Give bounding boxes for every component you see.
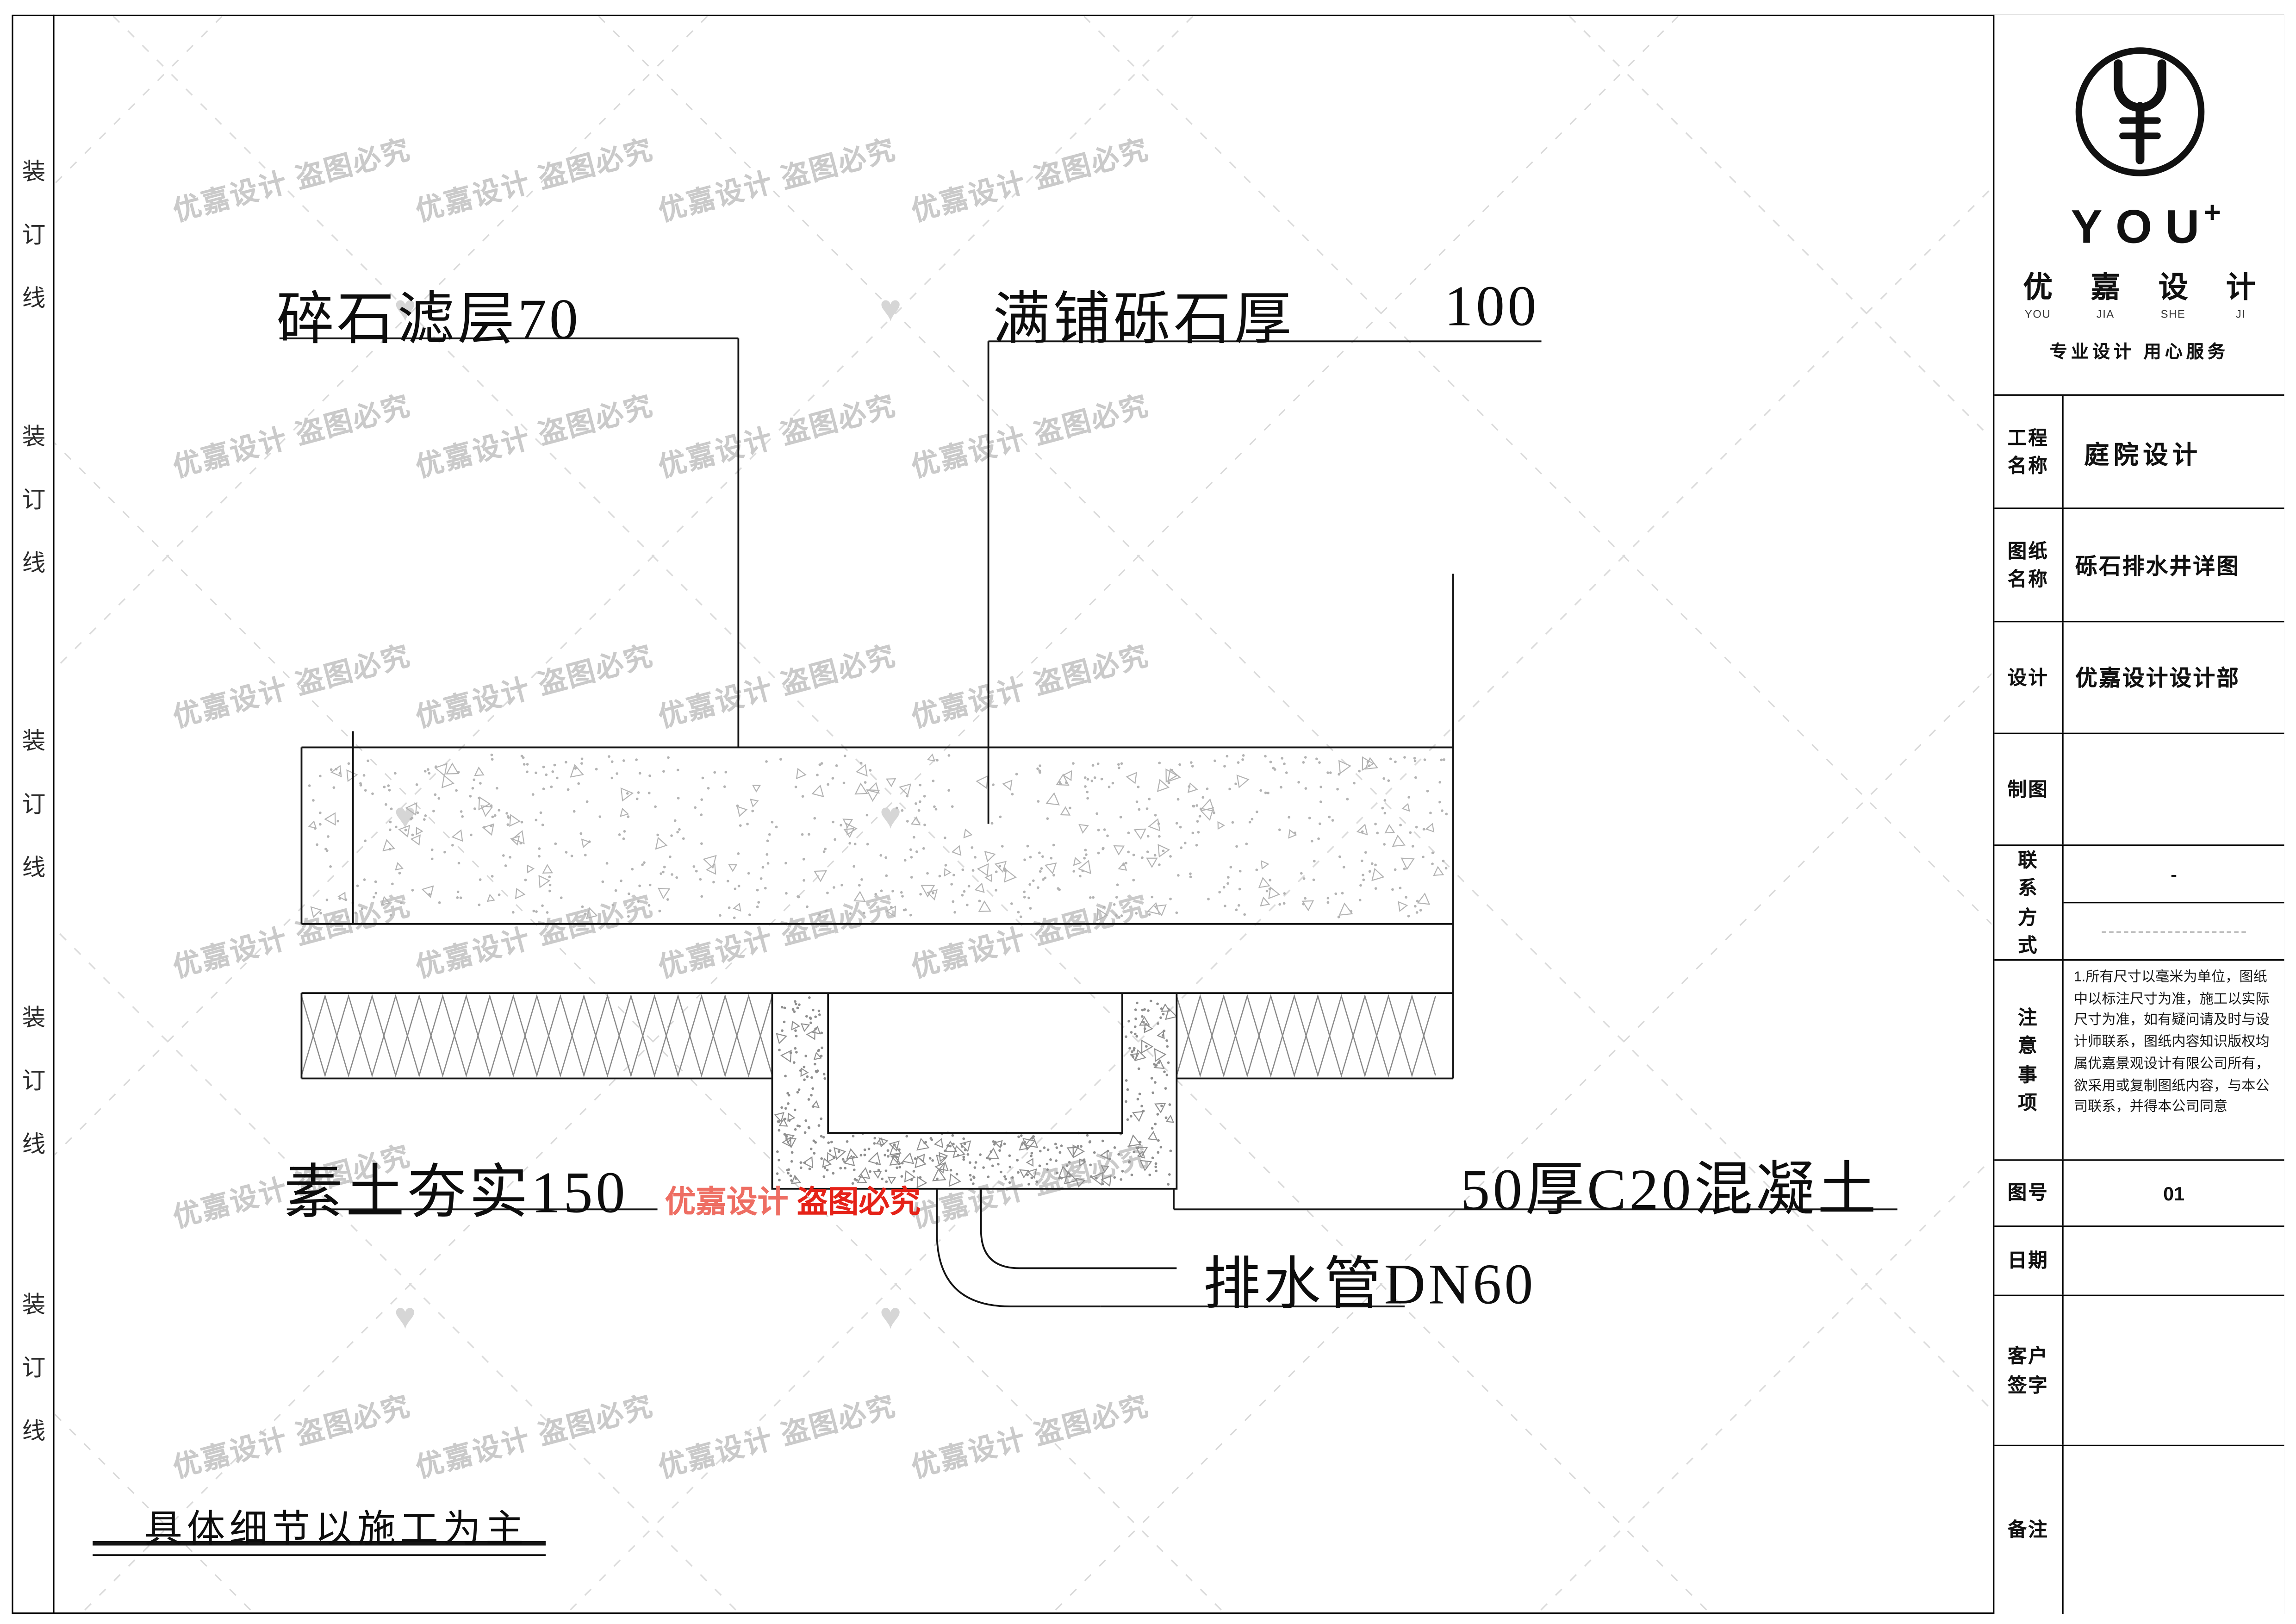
field-label-notes: 注意事项 <box>1994 961 2064 1160</box>
contact-dash-line <box>2102 931 2246 932</box>
gravel-stipple <box>308 753 1448 919</box>
field-label-sheet-name: 图纸名称 <box>1994 509 2064 621</box>
field-value-date <box>2064 1227 2284 1294</box>
field-value-client-signature <box>2064 1296 2284 1445</box>
titleblock-row-date: 日期 <box>1994 1225 2284 1295</box>
label-crushed-stone-filter: 碎石滤层70 <box>276 288 581 352</box>
field-value-sheet-no: 01 <box>2163 1182 2185 1205</box>
label-concrete: 50厚C20混凝土 <box>1460 1156 1879 1223</box>
field-label-project: 工程名称 <box>1994 395 2064 508</box>
field-value-sheet-name: 砾石排水井详图 <box>2075 554 2240 579</box>
label-gravel-layer: 满铺砾石厚 <box>993 288 1294 352</box>
red-watermark-left: 优嘉设计 <box>665 1186 789 1220</box>
field-value-remarks <box>2064 1446 2284 1614</box>
heart-icon: ♥ <box>394 288 416 330</box>
titleblock-row-sheet-no: 图号 01 <box>1994 1159 2284 1226</box>
binding-line-char: 线 <box>22 1133 46 1158</box>
label-compacted-soil: 素土夯实150 <box>284 1159 628 1226</box>
titleblock-row-project: 工程名称 庭院设计 <box>1994 394 2284 508</box>
heart-icon: ♥ <box>879 288 902 330</box>
youplus-logo-icon <box>2075 47 2204 176</box>
titleblock-row-remarks: 备注 <box>1994 1444 2284 1614</box>
field-label-drafting: 制图 <box>1994 734 2064 845</box>
construction-note: 具体细节以施工为主 <box>144 1508 528 1551</box>
field-label-client-signature: 客户签字 <box>1994 1296 2064 1445</box>
binding-line-char: 装 <box>22 1293 46 1318</box>
field-value-drafting <box>2064 734 2284 844</box>
field-label-design: 设计 <box>1994 622 2064 733</box>
gravel-stipple-triangles <box>308 753 1444 922</box>
field-value-contact: - <box>2063 846 2284 959</box>
contact-line-1: - <box>2063 846 2284 904</box>
field-label-remarks: 备注 <box>1994 1446 2064 1614</box>
titleblock-row-contact: 联系方式 - <box>1994 844 2284 960</box>
concrete-stipple <box>776 996 1172 1186</box>
field-label-contact: 联系方式 <box>1994 846 2064 960</box>
binding-line-char: 装 <box>22 1006 46 1031</box>
binding-line-char: 订 <box>22 488 46 514</box>
field-label-sheet-no: 图号 <box>1994 1161 2064 1226</box>
red-watermark: 优嘉设计 盗图必究 <box>665 1179 920 1223</box>
binding-line-char: 装 <box>22 425 46 450</box>
binding-line-char: 订 <box>22 793 46 818</box>
binding-line-char: 订 <box>22 1069 46 1095</box>
binding-line-char: 线 <box>22 856 46 881</box>
brand-plus: + <box>2203 197 2221 230</box>
binding-line-char: 线 <box>22 551 46 577</box>
detail-linework <box>93 337 1898 1556</box>
binding-line-char: 订 <box>22 1356 46 1382</box>
red-watermark-right: 盗图必究 <box>796 1186 921 1220</box>
brand-name: YOU+ <box>2058 197 2221 255</box>
titleblock-row-client-signature: 客户签字 <box>1994 1294 2284 1445</box>
heart-icon: ♥ <box>879 1296 902 1337</box>
heart-icon: ♥ <box>879 796 902 837</box>
binding-line-char: 装 <box>22 730 46 755</box>
soil-hatch <box>301 994 1436 1078</box>
field-label-date: 日期 <box>1994 1227 2064 1295</box>
field-value-project: 庭院设计 <box>2084 440 2202 469</box>
label-drain-pipe: 排水管DN60 <box>1203 1253 1536 1317</box>
titleblock-row-sheet-name: 图纸名称 砾石排水井详图 <box>1994 507 2284 621</box>
concrete-stipple-triangles <box>774 1003 1178 1188</box>
titleblock-row-drafting: 制图 <box>1994 732 2284 845</box>
brand-slogan: 专业设计 用心服务 <box>2049 341 2229 362</box>
binding-strip-divider <box>53 14 55 1614</box>
brand-word: YOU <box>2071 200 2213 253</box>
binding-line-char: 订 <box>22 224 46 249</box>
binding-line-char: 装 <box>22 160 46 186</box>
titleblock-row-notes: 注意事项 1.所有尺寸以毫米为单位，图纸中以标注尺寸为准，施工以实际尺寸为准，如… <box>1994 959 2284 1160</box>
titleblock-row-design: 设计 优嘉设计设计部 <box>1994 621 2284 733</box>
heart-icon: ♥ <box>394 796 416 837</box>
binding-line-char: 线 <box>22 1419 46 1445</box>
field-value-notes: 1.所有尺寸以毫米为单位，图纸中以标注尺寸为准，施工以实际尺寸为准，如有疑问请及… <box>2073 969 2270 1116</box>
label-gravel-thickness-value: 100 <box>1444 275 1539 338</box>
contact-line-2 <box>2064 903 2284 959</box>
heart-icon: ♥ <box>394 1296 416 1337</box>
binding-line-char: 线 <box>22 287 46 312</box>
field-value-design: 优嘉设计设计部 <box>2075 666 2240 692</box>
